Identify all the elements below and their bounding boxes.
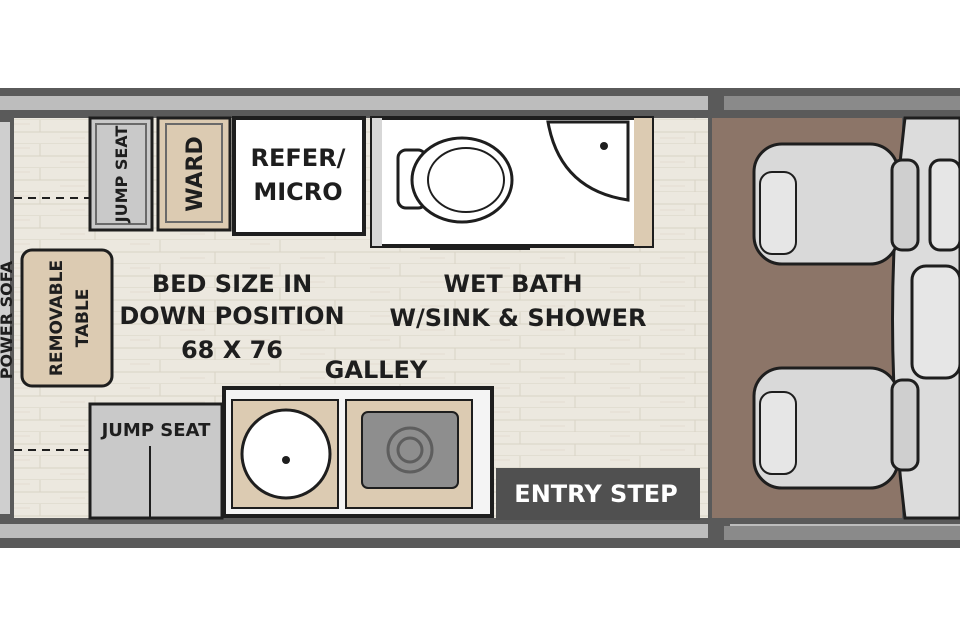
driver-seat-icon	[752, 142, 920, 266]
wet-bath-door-sill	[430, 244, 530, 250]
jump-seat-bottom-label: JUMP SEAT	[100, 420, 211, 441]
power-sofa	[0, 122, 10, 514]
removable-label-line2: TABLE	[73, 289, 93, 348]
wet-bath-label-line1: WET BATH	[443, 270, 582, 298]
center-console	[910, 264, 960, 380]
bed-label-line1: BED SIZE IN	[152, 270, 312, 298]
wardrobe-label: WARD	[183, 136, 208, 212]
bed-label-line2: DOWN POSITION	[119, 302, 344, 330]
cooktop-icon	[361, 411, 459, 489]
wardrobe-door	[165, 123, 223, 223]
jump-seat-top-cushion	[95, 123, 147, 225]
passenger-seat-icon	[752, 366, 920, 490]
bath-sink-icon	[546, 120, 630, 202]
jump-seat-top-label: JUMP SEAT	[112, 126, 131, 224]
refer-label-line1: REFER/	[251, 144, 346, 172]
power-sofa-label: POWER SOFA	[0, 260, 16, 379]
removable-table	[20, 248, 114, 388]
refer-micro-cabinet	[232, 116, 366, 236]
wet-bath-label-line2: W/SINK & SHOWER	[390, 304, 647, 332]
cab-door-bottom	[724, 526, 960, 540]
removable-label-line1: REMOVABLE	[47, 260, 67, 376]
refer-label-line2: MICRO	[253, 178, 342, 206]
galley-label: GALLEY	[325, 356, 428, 384]
bed-label-line3: 68 X 76	[181, 336, 283, 364]
galley-sink-icon	[240, 408, 332, 500]
cab-door-top	[724, 96, 960, 110]
jump-seat-bottom	[88, 402, 224, 520]
wet-bath-wall-left	[372, 118, 382, 246]
steering-wheel-icon	[928, 158, 960, 252]
entry-step-label: ENTRY STEP	[514, 480, 677, 508]
toilet-icon	[396, 136, 514, 224]
entry-step	[496, 468, 700, 520]
wet-bath-wall-right	[634, 118, 652, 246]
